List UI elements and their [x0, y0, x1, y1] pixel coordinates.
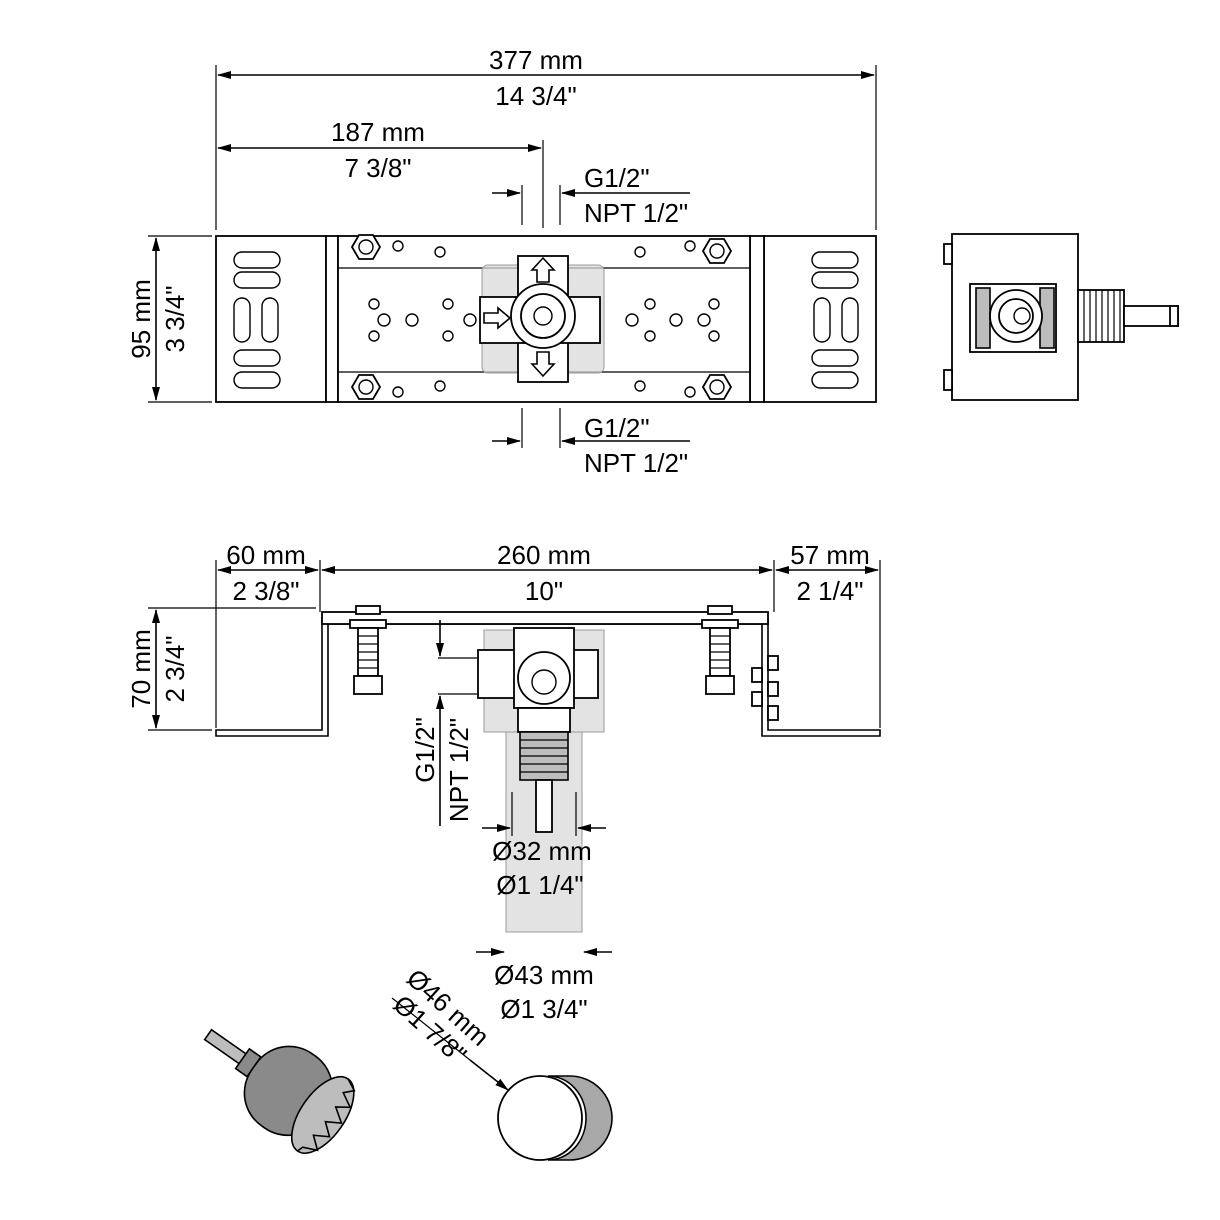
hole-saw: [203, 1028, 356, 1154]
left-width-mm: 60 mm: [226, 540, 305, 570]
depth-in: 2 3/4": [160, 635, 190, 702]
sleeve-diameter-in: Ø1 3/4": [500, 994, 587, 1024]
left-width-in: 2 3/8": [232, 576, 299, 606]
middle-width-in: 10": [525, 576, 563, 606]
valve-body: [479, 255, 605, 383]
top-thread-npt: NPT 1/2": [584, 198, 688, 228]
front-view: 60 mm 2 3/8" 260 mm 10" 57 mm 2 1/4" 70 …: [126, 540, 881, 1024]
top-thread-g: G1/2": [584, 163, 650, 193]
valve-front: [477, 627, 605, 933]
bottom-thread-g: G1/2": [584, 413, 650, 443]
wall-hole: [497, 1075, 613, 1161]
outlet-thread-npt: NPT 1/2": [444, 718, 474, 822]
left-end-plate: [215, 235, 339, 403]
outlet-thread-g: G1/2": [410, 717, 440, 783]
sleeve-diameter-mm: Ø43 mm: [494, 960, 594, 990]
threaded-rods: [349, 605, 739, 695]
height-mm: 95 mm: [126, 279, 156, 358]
top-view: 377 mm 14 3/4" 187 mm 7 3/8" 95 mm 3 3/4…: [126, 45, 1179, 478]
bracket-profile: [215, 611, 881, 737]
center-distance-mm: 187 mm: [331, 117, 425, 147]
right-width-mm: 57 mm: [790, 540, 869, 570]
overall-width-mm: 377 mm: [489, 45, 583, 75]
hole-diameter-callout: Ø46 mm Ø1 7/8": [388, 963, 509, 1091]
overall-width-in: 14 3/4": [495, 81, 577, 111]
pipe-diameter-in: Ø1 1/4": [496, 870, 583, 900]
right-width-in: 2 1/4": [796, 576, 863, 606]
mounting-nuts: [350, 234, 733, 400]
bottom-thread-npt: NPT 1/2": [584, 448, 688, 478]
right-end-plate: [749, 235, 877, 403]
middle-width-mm: 260 mm: [497, 540, 591, 570]
side-view: [943, 233, 1179, 401]
pipe-diameter-mm: Ø32 mm: [492, 836, 592, 866]
height-in: 3 3/4": [160, 285, 190, 352]
depth-mm: 70 mm: [126, 629, 156, 708]
center-distance-in: 7 3/8": [344, 153, 411, 183]
